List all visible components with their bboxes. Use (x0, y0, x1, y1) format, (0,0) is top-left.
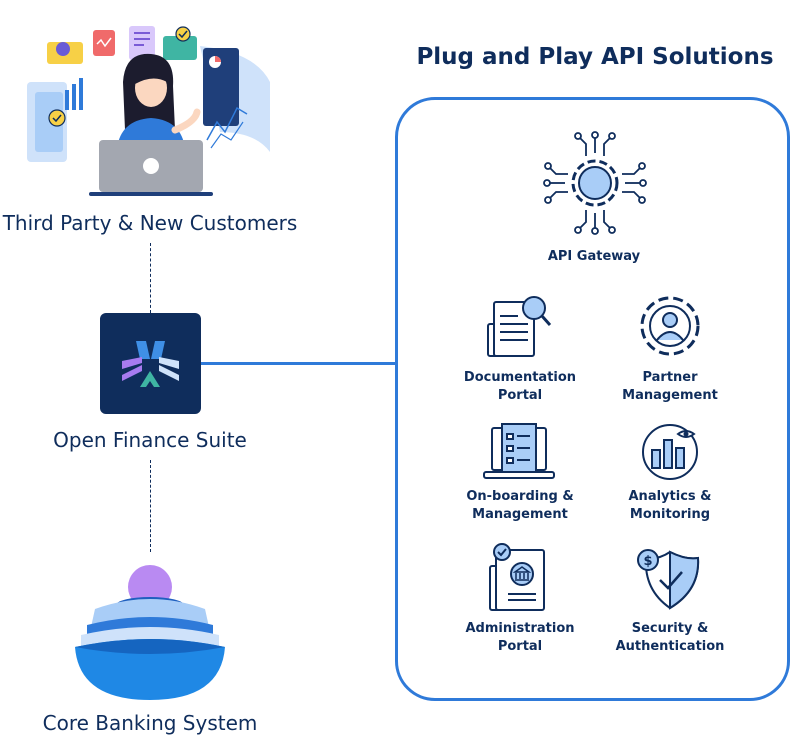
open-finance-suite-logo[interactable] (100, 313, 201, 414)
administration-portal-icon (489, 543, 545, 611)
api-solutions-panel (395, 97, 790, 701)
third-party-label: Third Party & New Customers (2, 211, 298, 235)
open-finance-suite-label: Open Finance Suite (53, 428, 247, 452)
api-gateway-icon (543, 131, 647, 235)
analytics-monitoring-label: Analytics &Monitoring (628, 489, 712, 522)
onboarding-management-label: On-boarding &Management (466, 489, 574, 522)
connector-dashed-top (150, 243, 151, 313)
onboarding-management-icon (483, 423, 555, 479)
api-gateway-label: API Gateway (547, 249, 641, 264)
panel-title: Plug and Play API Solutions (416, 44, 774, 70)
documentation-portal-icon (487, 296, 552, 357)
security-authentication-icon: $ (637, 549, 700, 610)
svg-text:$: $ (643, 554, 652, 569)
security-authentication-label: Security &Authentication (615, 621, 725, 654)
core-banking-label: Core Banking System (42, 711, 258, 735)
core-banking-bowl-icon (75, 565, 225, 700)
partner-management-icon (640, 296, 700, 356)
connector-dashed-bottom (150, 460, 151, 552)
analytics-monitoring-icon (642, 424, 698, 480)
connector-line-to-panel (201, 362, 395, 365)
customer-illustration (27, 26, 270, 196)
suite-arrows-icon (122, 341, 179, 387)
